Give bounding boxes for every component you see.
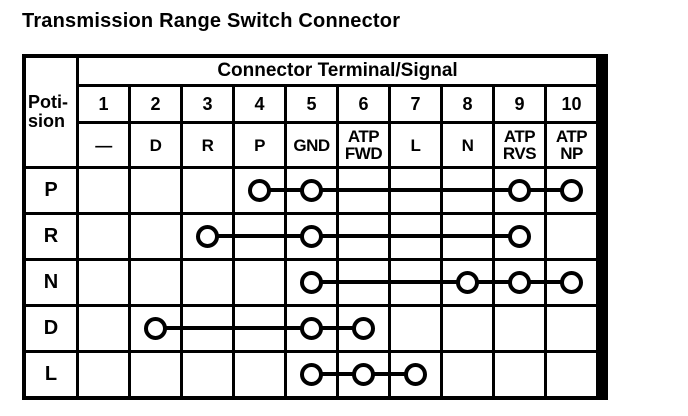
grid-cell: [235, 261, 284, 304]
grid-cell: [183, 353, 232, 396]
grid-cell: [443, 307, 492, 350]
grid-cell: [547, 353, 596, 396]
grid-cell: [287, 215, 336, 258]
position-label-L: L: [26, 353, 76, 396]
grid-cell: [183, 169, 232, 212]
signal-header-cell: —: [79, 124, 128, 166]
grid-cell: [287, 307, 336, 350]
terminal-number-cell: 6: [339, 87, 388, 121]
grid-cell: [79, 353, 128, 396]
grid-cell: [495, 169, 544, 212]
grid-cell: [339, 169, 388, 212]
signal-header-cell: ATP NP: [547, 124, 596, 166]
signal-header-cell: ATP RVS: [495, 124, 544, 166]
position-label-D: D: [26, 307, 76, 350]
grid-cell: [495, 215, 544, 258]
grid-cell: [287, 353, 336, 396]
grid-cell: [79, 215, 128, 258]
grid-cell: [131, 169, 180, 212]
signal-header-cell: P: [235, 124, 284, 166]
grid-cell: [391, 261, 440, 304]
grid-cell: [547, 307, 596, 350]
grid-cell: [391, 353, 440, 396]
grid-cell: [235, 353, 284, 396]
grid-cell: [79, 169, 128, 212]
grid-cell: [235, 215, 284, 258]
grid-cell: [183, 215, 232, 258]
grid-cell: [339, 215, 388, 258]
grid-cell: [183, 307, 232, 350]
grid-cell: [443, 169, 492, 212]
page-title: Transmission Range Switch Connector: [22, 10, 401, 32]
grid-cell: [287, 169, 336, 212]
grid-cell: [339, 307, 388, 350]
grid-cell: [235, 307, 284, 350]
grid-cell: [287, 261, 336, 304]
grid-cell: [495, 353, 544, 396]
terminal-number-cell: 2: [131, 87, 180, 121]
grid-cell: [183, 261, 232, 304]
grid-cell: [547, 261, 596, 304]
grid-cell: [235, 169, 284, 212]
signal-header-cell: GND: [287, 124, 336, 166]
signal-header-cell: R: [183, 124, 232, 166]
grid-cell: [391, 169, 440, 212]
terminal-number-cell: 4: [235, 87, 284, 121]
grid-cell: [131, 215, 180, 258]
grid-cell: [339, 353, 388, 396]
grid-cell: [131, 353, 180, 396]
grid-cell: [79, 307, 128, 350]
position-column-header: Poti- sion: [26, 58, 76, 166]
signal-header-cell: D: [131, 124, 180, 166]
signal-header-cell: L: [391, 124, 440, 166]
signal-header-cell: N: [443, 124, 492, 166]
terminal-number-cell: 5: [287, 87, 336, 121]
position-label-N: N: [26, 261, 76, 304]
grid-cell: [495, 307, 544, 350]
grid-cell: [443, 215, 492, 258]
position-header-line1: Poti-: [28, 92, 68, 113]
grid-cell: [547, 215, 596, 258]
terminal-number-cell: 9: [495, 87, 544, 121]
terminal-number-cell: 3: [183, 87, 232, 121]
terminal-number-cell: 1: [79, 87, 128, 121]
position-header-line2: sion: [28, 111, 66, 131]
grid-cell: [443, 353, 492, 396]
position-label-R: R: [26, 215, 76, 258]
grid-cell: [391, 307, 440, 350]
terminal-number-cell: 10: [547, 87, 596, 121]
grid-cell: [391, 215, 440, 258]
grid-cell: [79, 261, 128, 304]
terminal-number-cell: 8: [443, 87, 492, 121]
signal-header-cell: ATP FWD: [339, 124, 388, 166]
continuity-table: Poti- sion Connector Terminal/Signal 1 2…: [22, 54, 608, 400]
grid-cell: [547, 169, 596, 212]
terminal-number-cell: 7: [391, 87, 440, 121]
grid-cell: [339, 261, 388, 304]
grid-cell: [443, 261, 492, 304]
connector-terminal-signal-header: Connector Terminal/Signal: [79, 58, 596, 84]
grid-cell: [495, 261, 544, 304]
position-label-P: P: [26, 169, 76, 212]
grid-cell: [131, 261, 180, 304]
grid-cell: [131, 307, 180, 350]
